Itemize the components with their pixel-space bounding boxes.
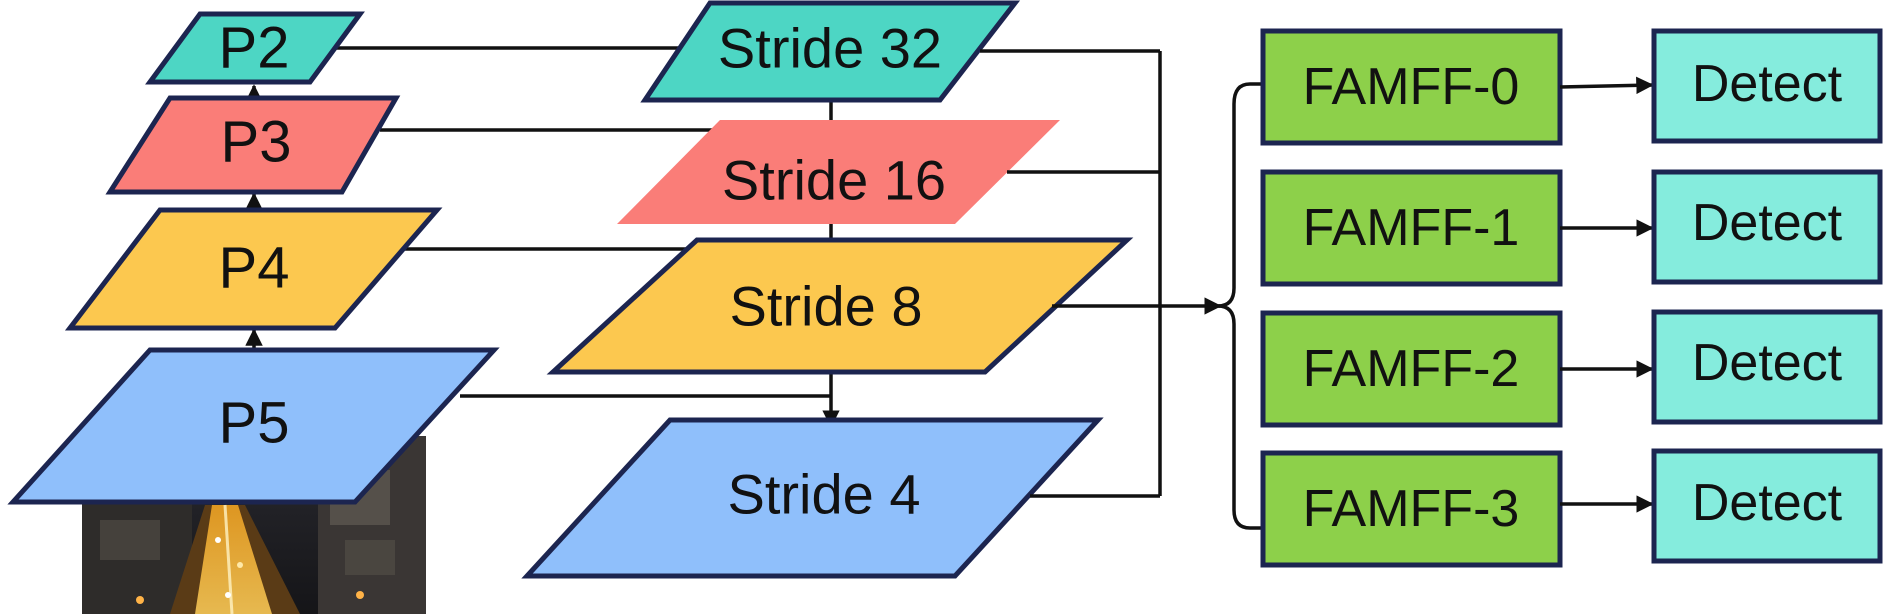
detect-head-3: Detect	[1651, 448, 1883, 564]
arrow-famff0-detect	[1559, 76, 1654, 95]
famff-3-label: FAMFF-3	[1303, 480, 1520, 538]
stride-16-label: Stride 16	[722, 149, 946, 212]
famff-module-1: FAMFF-1	[1260, 169, 1563, 287]
level-p4: P4	[64, 207, 443, 331]
level-p2-label: P2	[219, 16, 290, 81]
famff-2-label: FAMFF-2	[1303, 340, 1520, 398]
famff-module-3: FAMFF-3	[1260, 450, 1563, 568]
famff-module-0: FAMFF-0	[1260, 28, 1563, 146]
detect-0-label: Detect	[1692, 55, 1843, 113]
distribution-brace	[1217, 82, 1263, 530]
famff-1-label: FAMFF-1	[1303, 199, 1520, 257]
stride-4-label: Stride 4	[728, 463, 921, 526]
detect-3-label: Detect	[1692, 474, 1843, 532]
detect-head-1: Detect	[1651, 169, 1883, 285]
detect-head-2: Detect	[1651, 309, 1883, 425]
level-p4-label: P4	[219, 236, 290, 301]
detect-1-label: Detect	[1692, 194, 1843, 252]
level-p2: P2	[145, 11, 365, 85]
level-p3-label: P3	[221, 110, 292, 175]
stride-16: Stride 16	[617, 120, 1060, 224]
stride-32: Stride 32	[640, 0, 1021, 103]
detect-head-0: Detect	[1651, 28, 1883, 144]
stride-8-label: Stride 8	[730, 275, 923, 338]
level-p5-label: P5	[219, 391, 290, 456]
famff-0-label: FAMFF-0	[1303, 58, 1520, 116]
stride-32-label: Stride 32	[718, 17, 942, 80]
stride-4: Stride 4	[521, 417, 1104, 579]
detect-2-label: Detect	[1692, 334, 1843, 392]
level-p5: P5	[7, 347, 500, 505]
stride-8: Stride 8	[546, 237, 1134, 375]
level-p3: P3	[105, 95, 401, 195]
famff-module-2: FAMFF-2	[1260, 310, 1563, 428]
